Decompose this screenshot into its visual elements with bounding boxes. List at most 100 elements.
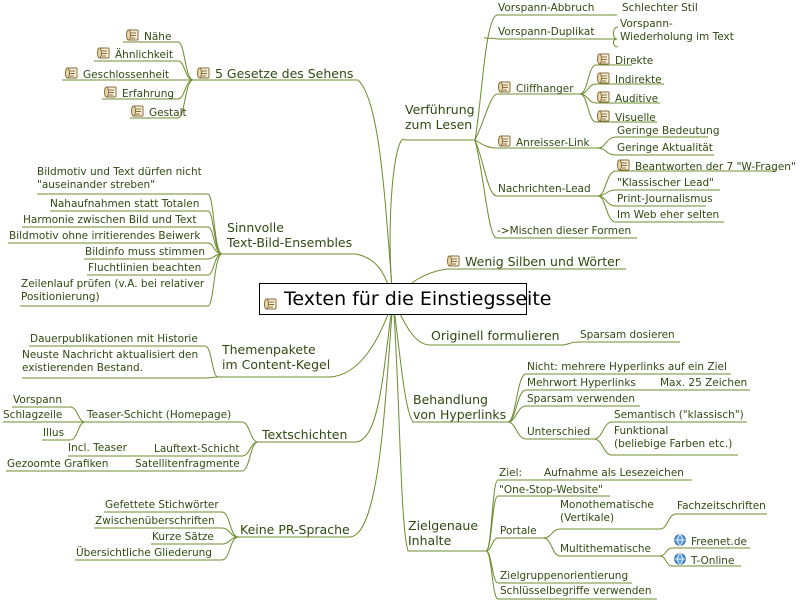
branch-line [597,189,720,197]
node-vorspann[interactable]: Vorspann [13,394,62,407]
node-one-stop[interactable]: "One-Stop-Website" [499,484,603,497]
node-mehrwort[interactable]: Mehrwort Hyperlinks [527,377,636,390]
node-bildmotiv-text[interactable]: Bildmotiv und Text dürfen nicht"auseinan… [37,166,202,191]
node-max25[interactable]: Max. 25 Zeichen [660,377,747,390]
node-nachrichten-lead[interactable]: Nachrichten-Lead [498,183,591,196]
node-anreisser-link[interactable]: Anreisser-Link [498,135,590,150]
node-geschlossenheit[interactable]: Geschlossenheit [65,67,169,82]
node-multithematische[interactable]: Multithematische [560,543,651,556]
node-t-online[interactable]: T-Online [673,553,734,568]
node-print-journalismus[interactable]: Print-Journalismus [617,193,713,206]
branch-line [483,37,617,40]
node-uebersicht[interactable]: Übersichtliche Gliederung [76,547,212,560]
branch-line [94,527,239,538]
node-sparsam-dosieren[interactable]: Sparsam dosieren [580,329,675,342]
branch-line [392,299,486,552]
branch-line [474,93,580,141]
node-schluessel[interactable]: Schlüsselbegriffe verwenden [500,585,652,598]
node-funktional[interactable]: Funktional(beliebige Farben etc.) [614,425,732,450]
node-naehe[interactable]: Nähe [126,29,171,44]
node-label: Semantisch ("klassisch") [614,409,744,421]
node-fluchtlinien[interactable]: Fluchtlinien beachten [88,262,201,275]
node-klassischer-lead[interactable]: "Klassischer Lead" [617,177,714,190]
node-semantisch[interactable]: Semantisch ("klassisch") [614,409,744,422]
branch-line [659,547,750,557]
node-ziel[interactable]: Ziel: [499,467,522,480]
node-pr-sprache[interactable]: Keine PR-Sprache [240,522,350,537]
node-label: Max. 25 Zeichen [660,377,748,389]
node-vorspann-wiederholung[interactable]: Vorspann-Wiederholung im Text [620,18,734,43]
node-freenet[interactable]: Freenet.de [673,534,747,549]
node-aehnlichkeit[interactable]: Ähnlichkeit [97,47,173,62]
root-node[interactable]: Texten für die Einstiegsseite [259,283,551,315]
node-erfahrung[interactable]: Erfahrung [104,86,174,101]
node-nahaufnahmen[interactable]: Nahaufnahmen statt Totalen [50,198,199,211]
node-gestalt[interactable]: Gestalt [131,105,187,120]
node-schlagzeile[interactable]: Schlagzeile [3,409,62,422]
node-label: Monothematische(Vertikale) [560,499,654,524]
node-kurze-saetze[interactable]: Kurze Sätze [152,531,214,544]
branch-line [50,210,223,255]
node-geringe-aktualitaet[interactable]: Geringe Aktualität [617,142,713,155]
node-beantworten[interactable]: Beantworten der 7 "W-Fragen" [617,159,796,174]
node-wenig-silben[interactable]: Wenig Silben und Wörter [447,254,620,269]
node-visuelle[interactable]: Visuelle [597,110,656,125]
node-fachzeitschriften[interactable]: Fachzeitschriften [677,500,766,513]
branch-line [20,253,223,307]
branch-line [238,299,394,538]
node-label: Portale [500,525,537,537]
node-geringe-bedeutung[interactable]: Geringe Bedeutung [617,125,719,138]
node-zwischen[interactable]: Zwischenüberschriften [95,515,215,528]
node-vorspann-duplikat[interactable]: Vorspann-Duplikat [498,26,594,39]
node-lauftext[interactable]: Lauftext-Schicht [154,443,240,456]
node-portale[interactable]: Portale [500,525,537,538]
node-bildinfo[interactable]: Bildinfo muss stimmen [85,246,205,259]
node-im-web[interactable]: Im Web eher selten [617,209,719,222]
node-label: Mehrwort Hyperlinks [527,377,636,389]
node-label: Sparsam dosieren [580,329,675,341]
node-nicht-mehrere[interactable]: Nicht: mehrere Hyperlinks auf ein Ziel [527,361,727,374]
node-dauerpublikationen[interactable]: Dauerpublikationen mit Historie [30,333,198,346]
node-cliffhanger[interactable]: Cliffhanger [498,81,574,96]
node-bildmotiv-ohne[interactable]: Bildmotiv ohne irritierendes Beiwerk [9,230,200,243]
globe-icon [673,534,687,546]
node-incl-teaser[interactable]: Incl. Teaser [68,442,127,455]
node-aufnahme[interactable]: Aufnahme als Lesezeichen [544,467,684,480]
branch-line [579,64,632,95]
node-zielgruppen[interactable]: Zielgruppenorientierung [500,570,628,583]
node-auditive[interactable]: Auditive [597,91,658,106]
node-illus[interactable]: Illus [43,427,64,440]
node-textschichten[interactable]: Textschichten [262,427,347,442]
node-gefettete[interactable]: Gefettete Stichwörter [105,499,219,512]
node-label: Vorspann-Wiederholung im Text [620,18,734,43]
node-mischen[interactable]: ->Mischen dieser Formen [497,225,631,238]
node-schlechter-stil[interactable]: Schlechter Stil [622,2,698,15]
node-sparsam-verwenden[interactable]: Sparsam verwenden [527,393,635,406]
branch-line [597,170,776,197]
node-harmonie[interactable]: Harmonie zwischen Bild und Text [23,214,196,227]
node-label: Zielgruppenorientierung [500,570,629,582]
node-indirekte[interactable]: Indirekte [597,72,662,87]
branch-line [258,299,394,443]
node-originell[interactable]: Originell formulieren [431,328,560,343]
node-vorspann-abbruch[interactable]: Vorspann-Abbruch [498,2,594,15]
branch-line [85,421,259,443]
node-direkte[interactable]: Direkte [597,53,653,68]
root-label: Texten für die Einstiegsseite [284,288,552,310]
node-teaser-schicht[interactable]: Teaser-Schicht (Homepage) [87,409,231,422]
node-monothematische[interactable]: Monothematische(Vertikale) [560,499,654,524]
node-satelliten[interactable]: Satellitenfragmente [135,458,240,471]
node-unterschied[interactable]: Unterschied [527,426,590,439]
node-gezoomte[interactable]: Gezoomte Grafiken [7,458,108,471]
node-gesetze[interactable]: 5 Gesetze des Sehens [197,66,353,81]
